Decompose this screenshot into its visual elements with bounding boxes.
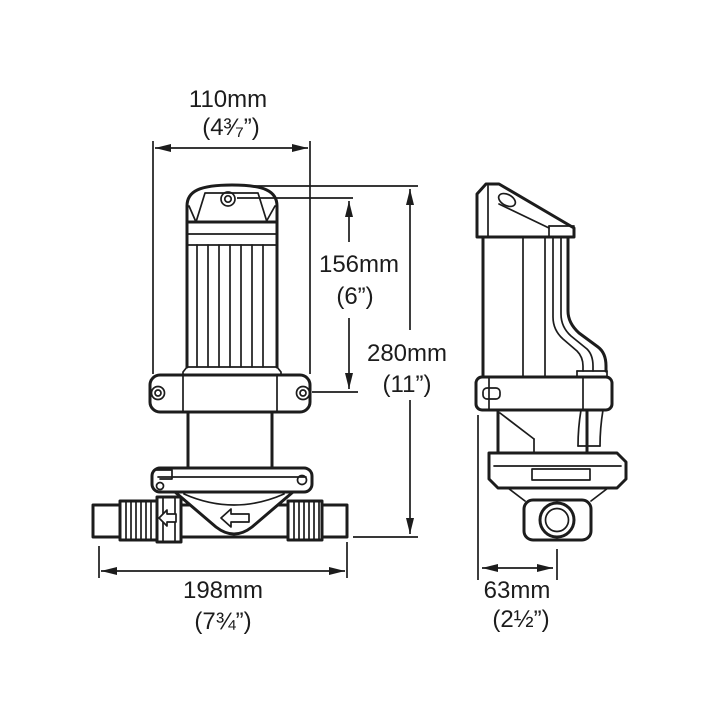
- motor-cooling-ribs: [186, 244, 278, 368]
- bracket-slot-hole: [497, 192, 517, 208]
- mounting-band-front: [148, 373, 312, 414]
- pump-base-front: [150, 466, 314, 536]
- hose-barb-right: [286, 499, 324, 542]
- mounting-bracket-side: [475, 182, 576, 239]
- dim-motor-height-imperial: (6”): [336, 283, 373, 310]
- dim-motor-height-metric: 156mm: [319, 251, 399, 278]
- motor-body-front: [182, 183, 282, 377]
- dimension-motor-width: 110mm (4³⁄₇”): [152, 86, 311, 374]
- dim-overall-width-metric: 198mm: [183, 577, 263, 604]
- dim-overall-height-imperial: (11”): [383, 371, 432, 398]
- band-screw-left: [150, 385, 166, 401]
- dim-side-depth-imperial: (2½”): [492, 606, 549, 633]
- side-view: 63mm (2½”): [474, 182, 628, 633]
- hose-barb-left: [118, 499, 159, 542]
- mounting-band-side: [474, 375, 614, 412]
- front-view: 110mm (4³⁄₇”) 156mm (6”) 280mm (11”) 198…: [91, 86, 447, 635]
- dim-motor-width-imperial: (4³⁄₇”): [202, 114, 260, 141]
- motor-top-screw: [220, 191, 236, 207]
- pump-flange-side: [487, 451, 628, 490]
- flow-arrow-left-icon: [158, 509, 177, 527]
- pump-flange-front: [150, 466, 314, 494]
- discharge-tube-side: [552, 235, 608, 378]
- outlet-port: [538, 501, 576, 539]
- dim-side-depth-metric: 63mm: [484, 577, 551, 604]
- pump-base-side: [487, 451, 628, 542]
- motor-dome: [185, 183, 279, 224]
- dimension-motor-height: 156mm (6”): [237, 197, 399, 393]
- pump-volute-front: [173, 490, 295, 536]
- dim-overall-width-imperial: (7¾”): [194, 608, 251, 635]
- dimension-overall-height: 280mm (11”): [252, 185, 447, 538]
- band-screw-right: [295, 385, 311, 401]
- pipe-end-right: [320, 503, 349, 539]
- lower-body-side: [496, 408, 604, 455]
- dimension-overall-width: 198mm (7¾”): [98, 542, 348, 635]
- dimension-side-depth: 63mm (2½”): [477, 415, 558, 633]
- pipe-assembly: [91, 495, 349, 544]
- flow-arrow-center-icon: [220, 508, 250, 528]
- pipe-end-left: [91, 503, 122, 539]
- lower-cylinder: [186, 410, 274, 470]
- motor-body-side: [481, 235, 608, 379]
- dim-motor-width-metric: 110mm: [189, 86, 267, 113]
- dim-overall-height-metric: 280mm: [367, 340, 447, 367]
